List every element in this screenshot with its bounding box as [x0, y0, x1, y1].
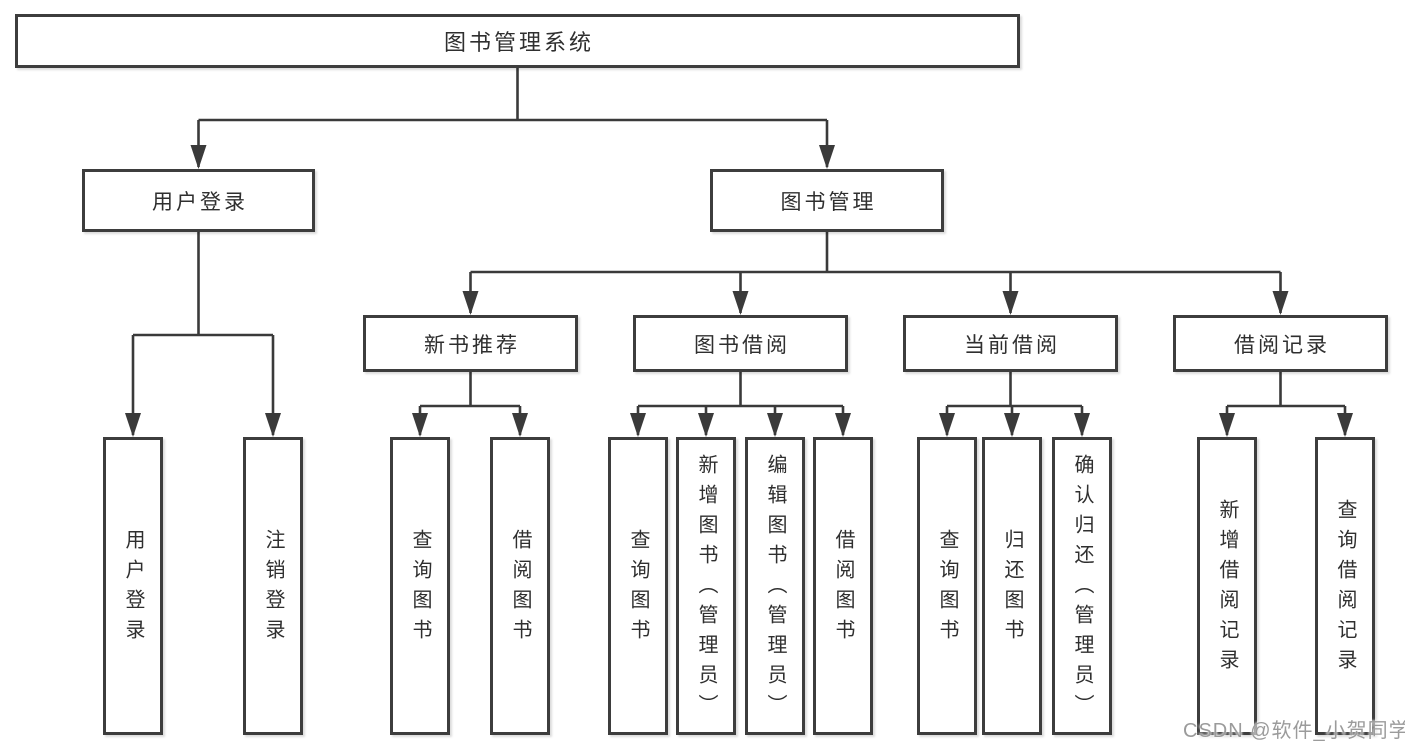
leaf-borrowing-query-book: 查询图书: [608, 437, 668, 735]
node-book-management: 图书管理: [710, 169, 944, 232]
node-user-login: 用户登录: [82, 169, 315, 232]
leaf-current-query-book: 查询图书: [917, 437, 977, 735]
leaf-add-book-admin: 新增图书（管理员）: [676, 437, 736, 735]
node-library-management-system: 图书管理系统: [15, 14, 1020, 68]
node-new-book-recommend: 新书推荐: [363, 315, 578, 372]
leaf-add-borrow-record: 新增借阅记录: [1197, 437, 1257, 735]
leaf-recommend-query-book: 查询图书: [390, 437, 450, 735]
node-book-borrowing: 图书借阅: [633, 315, 848, 372]
leaf-return-book: 归还图书: [982, 437, 1042, 735]
leaf-borrowing-borrow-book: 借阅图书: [813, 437, 873, 735]
leaf-user-login: 用户登录: [103, 437, 163, 735]
node-borrowing-records: 借阅记录: [1173, 315, 1388, 372]
leaf-query-borrow-record: 查询借阅记录: [1315, 437, 1375, 735]
node-current-borrowing: 当前借阅: [903, 315, 1118, 372]
leaf-edit-book-admin: 编辑图书（管理员）: [745, 437, 805, 735]
leaf-recommend-borrow-book: 借阅图书: [490, 437, 550, 735]
leaf-logout: 注销登录: [243, 437, 303, 735]
csdn-watermark: CSDN @软件_小贺同学: [1183, 720, 1405, 742]
leaf-confirm-return-admin: 确认归还（管理员）: [1052, 437, 1112, 735]
